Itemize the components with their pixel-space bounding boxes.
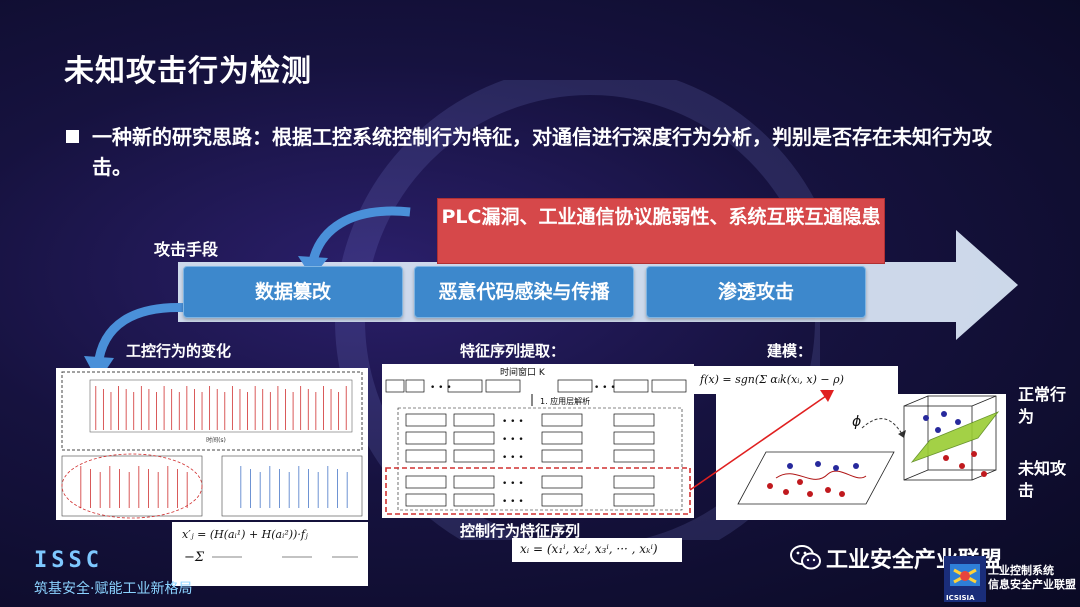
method-box-penetration: 渗透攻击	[646, 266, 866, 318]
formula-body-figure: −Σ	[184, 550, 358, 565]
model-formula-text: f(x) = sgn(Σ αᵢk(xᵢ, x) − ρ)	[700, 373, 844, 386]
feature-cell	[541, 475, 583, 489]
mid-section-label: 特征序列提取：	[460, 342, 566, 360]
phi-symbol: ϕ	[852, 414, 861, 430]
feature-cell	[453, 413, 495, 427]
svg-text:−Σ: −Σ	[184, 550, 205, 565]
bullet-text: 一种新的研究思路：根据工控系统控制行为特征，对通信进行深度行为分析，判别是否存在…	[92, 125, 992, 179]
mid-bottom-label: 控制行为特征序列	[460, 522, 581, 540]
feature-cell	[405, 475, 447, 489]
ellipsis-dots: • • •	[502, 453, 524, 463]
entropy-equation: x′ⱼ = (H(aᵢ¹) + H(aᵢ²))·fⱼ −Σ	[172, 522, 368, 586]
feature-cell	[613, 431, 655, 445]
svg-text:• • •: • • •	[594, 383, 616, 393]
feature-cell	[453, 493, 495, 507]
feature-cell	[405, 431, 447, 445]
red-pointer-arrow	[689, 390, 834, 491]
feature-cell	[541, 413, 583, 427]
modeling-diagram: ϕ	[716, 394, 1006, 520]
icsisia-org-name: 工业控制系统 信息安全产业联盟	[988, 564, 1076, 592]
ellipsis-dots: • • •	[502, 435, 524, 445]
feature-cell	[405, 449, 447, 463]
icsisia-abbr: ICSISIA	[946, 594, 975, 602]
feature-cell	[541, 431, 583, 445]
issc-slogan: 筑基安全·赋能工业新格局	[34, 581, 193, 597]
feature-sequence-figure: 时间窗口 K • • • • • • 1. 应用层解析 • • • • • • • …	[385, 366, 691, 515]
ellipsis-dots: • • •	[502, 479, 524, 489]
feature-cell	[405, 493, 447, 507]
svg-text:• • •: • • •	[430, 383, 452, 393]
org-line2: 信息安全产业联盟	[988, 578, 1076, 591]
feature-extraction-diagram: 时间窗口 K • • • • • • 1. 应用层解析 • • • • • • • …	[382, 364, 694, 518]
ellipsis-dots: • • •	[502, 497, 524, 507]
risk-text: PLC漏洞、工业通信协议脆弱性、系统互联互通隐患	[441, 206, 881, 228]
page-title: 未知攻击行为检测	[64, 54, 312, 89]
feature-cell	[453, 449, 495, 463]
feature-cell	[453, 431, 495, 445]
method-box-malware: 恶意代码感染与传播	[414, 266, 634, 318]
behavior-change-plots: 时间(s)	[56, 368, 368, 520]
feature-vector-equation: xᵢ = (x₁ⁱ, x₂ⁱ, x₃ⁱ, ··· , xₖⁱ)	[512, 538, 682, 562]
right-section-label: 建模：	[767, 342, 813, 360]
feature-cell	[613, 475, 655, 489]
ellipsis-dots: • • •	[502, 417, 524, 427]
entropy-formula-text: x′ⱼ = (H(aᵢ¹) + H(aᵢ²))·fⱼ	[182, 528, 308, 541]
attack-label: 攻击手段	[154, 240, 219, 259]
bullet-square-icon	[66, 130, 79, 143]
feature-cell	[613, 413, 655, 427]
wechat-icon	[790, 545, 821, 570]
signal-plot-figure: 时间(s)	[61, 371, 363, 519]
feature-cell	[541, 449, 583, 463]
feature-cell	[453, 475, 495, 489]
plot-axis-label: 时间(s)	[206, 436, 226, 444]
left-section-label: 工控行为的变化	[126, 342, 232, 360]
org-line1: 工业控制系统	[988, 564, 1054, 577]
unknown-attack-label: 未知攻击	[1018, 459, 1067, 500]
feature-formula-text: xᵢ = (x₁ⁱ, x₂ⁱ, x₃ⁱ, ··· , xₖⁱ)	[520, 542, 658, 556]
feature-cell	[613, 493, 655, 507]
feature-cell	[613, 449, 655, 463]
method-box-data-tampering: 数据篡改	[183, 266, 403, 318]
icsisia-logo	[944, 556, 986, 602]
feature-cell	[541, 493, 583, 507]
svm-mapping-figure: ϕ	[737, 395, 1000, 505]
app-layer-label: 1. 应用层解析	[540, 396, 590, 406]
time-window-label: 时间窗口 K	[500, 366, 546, 378]
issc-logo: ISSC	[34, 548, 103, 573]
normal-behavior-label: 正常行为	[1018, 385, 1067, 426]
model-equation: f(x) = sgn(Σ αᵢk(xᵢ, x) − ρ)	[694, 366, 898, 394]
risk-box: PLC漏洞、工业通信协议脆弱性、系统互联互通隐患	[437, 198, 885, 264]
feature-cell	[405, 413, 447, 427]
